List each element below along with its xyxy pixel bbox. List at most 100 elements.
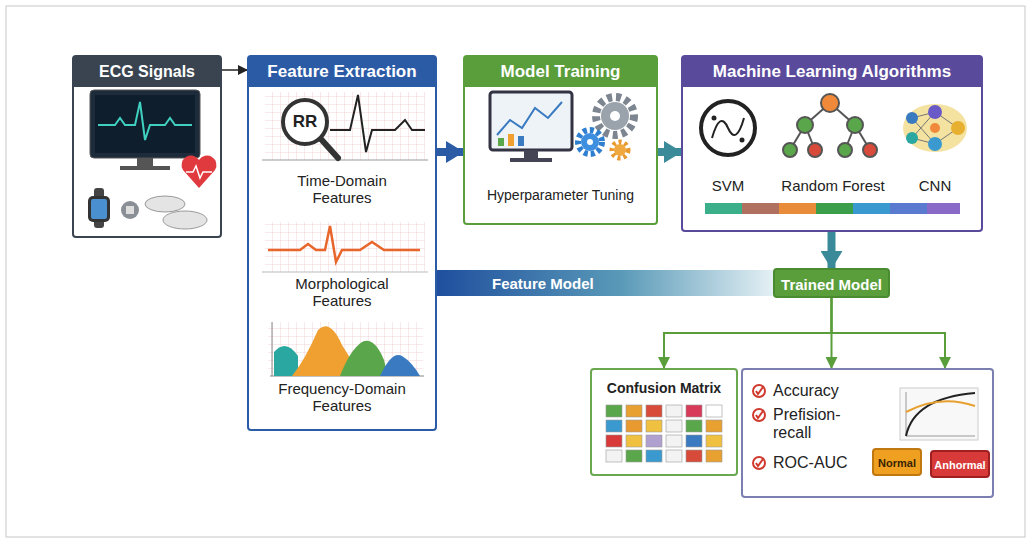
metric-checks-part — [756, 387, 763, 394]
confusion-grid-part — [706, 420, 722, 432]
confusion-grid-part — [686, 420, 702, 432]
training-icon-part — [587, 139, 593, 145]
ecg-devices-part — [145, 196, 185, 212]
ecg-devices-part — [186, 166, 212, 178]
morphological-icon-part — [265, 222, 425, 272]
random-forest-icon-part — [797, 117, 813, 133]
training-icon-part — [578, 130, 602, 154]
panel-heading: Machine Learning Algorithms — [683, 57, 981, 87]
confusion-grid-part — [606, 435, 622, 447]
cnn-icon-part — [930, 123, 940, 133]
algorithm-item: SVM — [688, 95, 768, 200]
frequency-icon-part — [274, 346, 298, 376]
page-frame — [6, 6, 1025, 537]
node-label: CNN — [895, 177, 975, 194]
confusion-grid-part — [706, 435, 722, 447]
node-label: Frequency-Domain Features — [272, 380, 412, 415]
confusion-grid-part — [666, 405, 682, 417]
confusion-grid-part — [706, 405, 722, 417]
flow-arrow — [437, 148, 463, 156]
color-bar-part — [742, 203, 779, 214]
confusion-grid-part — [626, 420, 642, 432]
random-forest-icon-part — [838, 143, 852, 157]
node-label: ROC-AUC — [773, 454, 883, 472]
confusion-grid-part — [666, 450, 682, 462]
algorithm-panel: Machine Learning AlgorithmsSVMRandom For… — [681, 55, 983, 232]
metric-checks — [753, 385, 765, 469]
cnn-icon-part — [951, 121, 965, 135]
panel-heading: Model Training — [465, 57, 656, 87]
class-tag: Normal — [872, 448, 922, 476]
svm-icon-part — [712, 116, 717, 121]
roc-chart-part — [906, 401, 975, 412]
confusion-grid-part — [646, 405, 662, 417]
random-forest-icon-part — [808, 143, 822, 157]
roc-chart-part — [906, 393, 975, 436]
training-icon-part — [614, 144, 626, 156]
cnn-icon-part — [928, 137, 942, 151]
frequency-icon — [268, 322, 424, 376]
ecg-devices-part — [88, 196, 110, 222]
algorithm-item: CNN — [895, 95, 975, 200]
color-bar-part — [853, 203, 890, 214]
ecg-devices-part — [90, 90, 200, 158]
frequency-icon-part — [272, 322, 273, 376]
roc-chart — [900, 388, 978, 440]
confusion-grid-part — [706, 450, 722, 462]
morphological-icon-part — [268, 226, 420, 262]
confusion-grid-part — [626, 405, 642, 417]
confusion-grid-part — [646, 450, 662, 462]
color-bar-part — [816, 203, 853, 214]
metric-checks-part — [753, 409, 765, 421]
metric-checks-part — [753, 385, 765, 397]
matrix-box: Confusion Matrix — [590, 368, 738, 476]
node-label: Accuracy — [773, 382, 883, 400]
confusion-grid-part — [606, 420, 622, 432]
node-label: SVM — [688, 177, 768, 194]
svm-icon-part — [740, 138, 745, 143]
feature-band — [437, 270, 773, 296]
cnn-icon-part — [906, 112, 918, 124]
roc-chart-part — [906, 392, 907, 436]
training-icon-part — [490, 92, 572, 150]
training-icon-part — [518, 136, 524, 146]
roc-chart-part — [906, 436, 975, 437]
node-label: Time-Domain Features — [277, 172, 407, 207]
random-forest-icon-part — [847, 117, 863, 133]
confusion-grid-part — [686, 450, 702, 462]
metric-checks-part — [756, 459, 763, 466]
time-domain-icon — [262, 92, 428, 160]
ecg-devices-part — [126, 206, 134, 214]
color-bar-part — [927, 203, 960, 214]
model-box: Trained Model — [773, 268, 890, 298]
feature-panel: Feature ExtractionRRTime-Domain Features… — [247, 55, 437, 431]
metric-checks-part — [756, 411, 763, 418]
frequency-icon-part — [380, 355, 420, 376]
color-bar-part — [779, 203, 816, 214]
ecg-devices-part — [91, 199, 107, 219]
training-icon-part — [612, 142, 628, 158]
flow-arrow — [222, 69, 247, 71]
ecg-devices-part — [98, 102, 192, 140]
confusion-grid-part — [606, 450, 622, 462]
morphological-icon-part — [262, 272, 428, 273]
random-forest-icon-part — [863, 143, 877, 157]
ecg-devices-part — [182, 156, 217, 188]
svm-icon — [701, 101, 755, 155]
ecg-devices-part — [163, 211, 207, 229]
confusion-grid-part — [666, 435, 682, 447]
feature-item: Morphological Features — [257, 220, 427, 325]
source-panel: ECG Signals — [72, 55, 222, 238]
time-domain-icon-part — [283, 100, 327, 144]
node-label: Confusion Matrix — [592, 380, 736, 396]
time-domain-icon-part — [262, 160, 428, 161]
confusion-grid-part — [666, 420, 682, 432]
flow-arrow — [658, 148, 681, 156]
random-forest-icon-part — [821, 94, 839, 112]
metric-checks-part — [753, 457, 765, 469]
color-bar-part — [890, 203, 927, 214]
ecg-devices-part — [120, 166, 170, 170]
training-icon-part — [508, 134, 514, 146]
panel-heading: Feature Extraction — [249, 57, 435, 87]
feature-item: Frequency-Domain Features — [257, 325, 427, 425]
